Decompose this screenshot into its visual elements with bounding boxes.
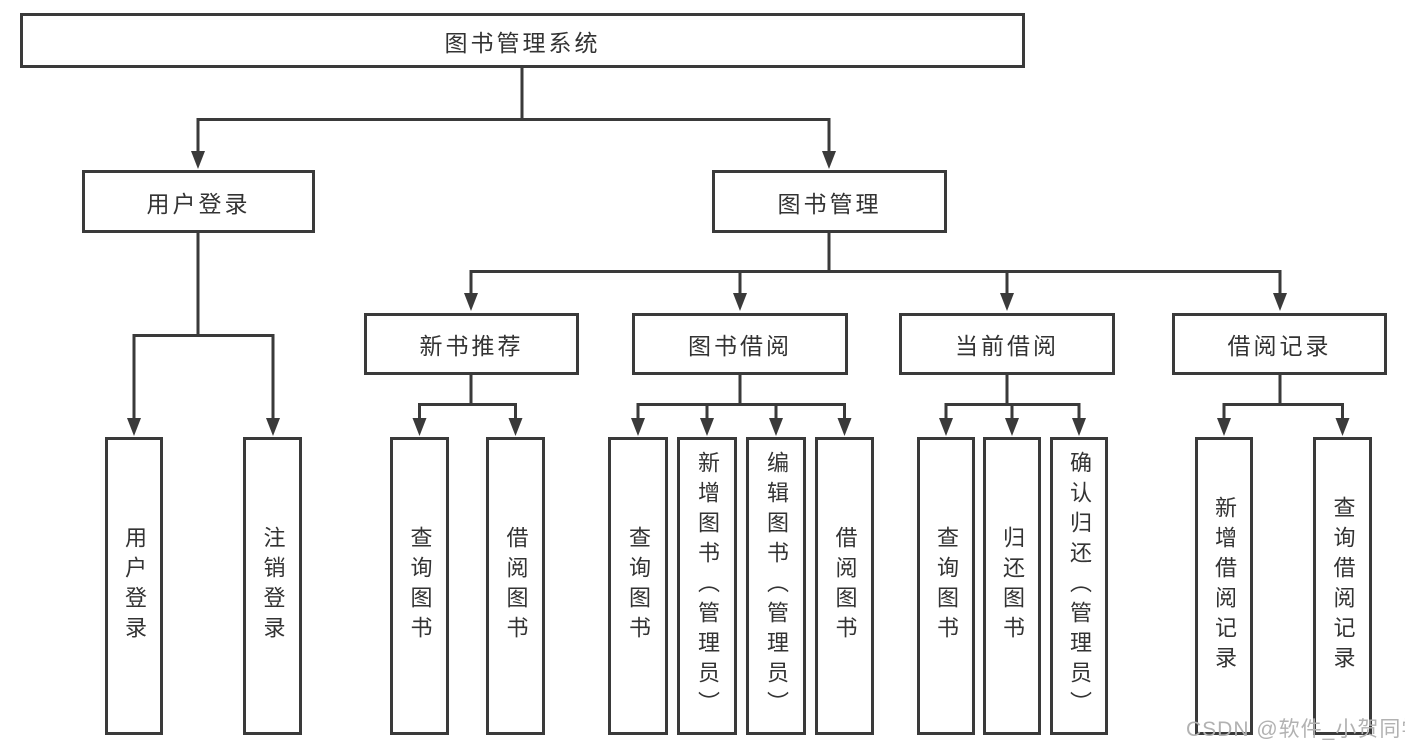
edge-borrowing-to-leaves <box>631 375 852 436</box>
edge-current-to-leaves <box>939 375 1086 436</box>
leaf-recommend-query-books: 查询图书 <box>390 437 449 735</box>
node-book-borrowing: 图书借阅 <box>632 313 848 375</box>
leaf-records-query-record-label: 查询借阅记录 <box>1330 496 1356 676</box>
leaf-current-return-books-label: 归还图书 <box>1000 526 1025 646</box>
node-library-management-system: 图书管理系统 <box>20 13 1025 68</box>
leaf-user-login-label: 用户登录 <box>122 526 147 646</box>
leaf-borrow-add-books-admin-label: 新增图书（管理员） <box>695 451 720 721</box>
node-user-login: 用户登录 <box>82 170 315 233</box>
leaf-borrow-query-books: 查询图书 <box>608 437 668 735</box>
leaf-logout: 注销登录 <box>243 437 302 735</box>
leaf-borrow-query-books-label: 查询图书 <box>626 526 651 646</box>
leaf-recommend-borrow-books: 借阅图书 <box>486 437 545 735</box>
node-new-book-recommendation: 新书推荐 <box>364 313 579 375</box>
leaf-borrow-edit-books-admin: 编辑图书（管理员） <box>746 437 806 735</box>
leaf-current-confirm-return-admin-label: 确认归还（管理员） <box>1067 451 1092 721</box>
leaf-borrow-borrow-books: 借阅图书 <box>815 437 874 735</box>
leaf-recommend-query-books-label: 查询图书 <box>407 526 433 646</box>
node-book-management: 图书管理 <box>712 170 947 233</box>
leaf-current-return-books: 归还图书 <box>983 437 1041 735</box>
leaf-logout-label: 注销登录 <box>260 526 286 646</box>
leaf-current-query-books: 查询图书 <box>917 437 975 735</box>
leaf-borrow-edit-books-admin-label: 编辑图书（管理员） <box>764 451 789 721</box>
leaf-recommend-borrow-books-label: 借阅图书 <box>503 526 529 646</box>
edge-records-to-leaves <box>1217 375 1350 436</box>
leaf-user-login: 用户登录 <box>105 437 163 735</box>
node-borrowing-records: 借阅记录 <box>1172 313 1387 375</box>
csdn-watermark: CSDN @软件_小贺同学 <box>1186 718 1405 741</box>
leaf-current-query-books-label: 查询图书 <box>934 526 959 646</box>
edge-login-to-leaves <box>127 233 280 436</box>
node-current-borrowing: 当前借阅 <box>899 313 1115 375</box>
leaf-borrow-add-books-admin: 新增图书（管理员） <box>677 437 737 735</box>
leaf-records-query-record: 查询借阅记录 <box>1313 437 1372 735</box>
leaf-records-add-record-label: 新增借阅记录 <box>1212 496 1237 676</box>
edge-root-to-level2 <box>191 68 836 169</box>
edge-management-to-level3 <box>464 233 1287 311</box>
leaf-borrow-borrow-books-label: 借阅图书 <box>832 526 858 646</box>
leaf-current-confirm-return-admin: 确认归还（管理员） <box>1050 437 1108 735</box>
edge-recommend-to-leaves <box>412 375 523 436</box>
leaf-records-add-record: 新增借阅记录 <box>1195 437 1253 735</box>
